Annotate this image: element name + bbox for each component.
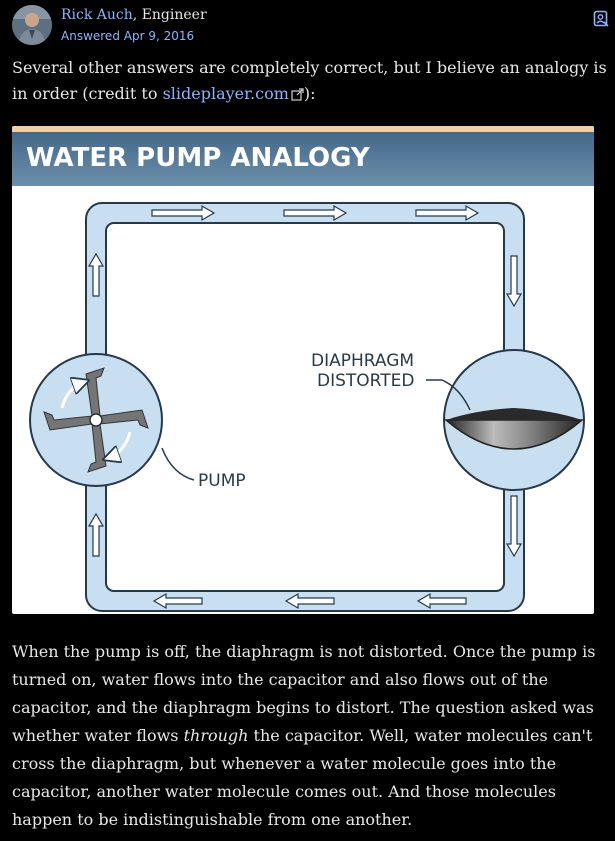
- figure-title-band: [12, 126, 594, 186]
- intro-text-end: ):: [303, 84, 316, 103]
- capacitor: [443, 349, 585, 491]
- avatar[interactable]: [12, 5, 52, 45]
- intro-paragraph: Several other answers are completely cor…: [12, 55, 612, 109]
- author-separator: ,: [132, 7, 142, 23]
- body-text-part1: When the pump is off, the diaphragm is n…: [12, 642, 596, 745]
- diaphragm-label-line1: DIAPHRAGM: [311, 351, 414, 371]
- pump: [29, 353, 163, 487]
- source-link[interactable]: slideplayer.com: [162, 84, 289, 103]
- author-line: Rick Auch, Engineer: [61, 7, 207, 23]
- pump-label: PUMP: [198, 471, 246, 491]
- author-name-link[interactable]: Rick Auch: [61, 7, 133, 23]
- external-link-icon: [291, 83, 304, 109]
- figure-title: WATER PUMP ANALOGY: [26, 143, 371, 173]
- flow-arrows-bottom: [152, 592, 467, 610]
- answer-body: When the pump is off, the diaphragm is n…: [12, 638, 610, 834]
- flow-arrows-left: [87, 252, 105, 557]
- answer-header: Rick Auch, Engineer Answered Apr 9, 2016: [12, 5, 612, 49]
- answered-date[interactable]: Answered Apr 9, 2016: [61, 29, 195, 43]
- flow-arrows-right: [505, 255, 523, 558]
- author-credential: Engineer: [141, 7, 207, 23]
- flow-arrows-top: [151, 204, 480, 222]
- body-text-part2: the capacitor. Well, water molecules can…: [12, 726, 593, 829]
- water-pump-analogy-figure: WATER PUMP ANALOGY: [12, 126, 594, 614]
- diaphragm-label-line2: DISTORTED: [317, 371, 414, 391]
- bookmark-person-icon[interactable]: [593, 10, 609, 28]
- body-emphasis: through: [183, 726, 249, 745]
- intro-text: Several other answers are completely cor…: [12, 58, 607, 103]
